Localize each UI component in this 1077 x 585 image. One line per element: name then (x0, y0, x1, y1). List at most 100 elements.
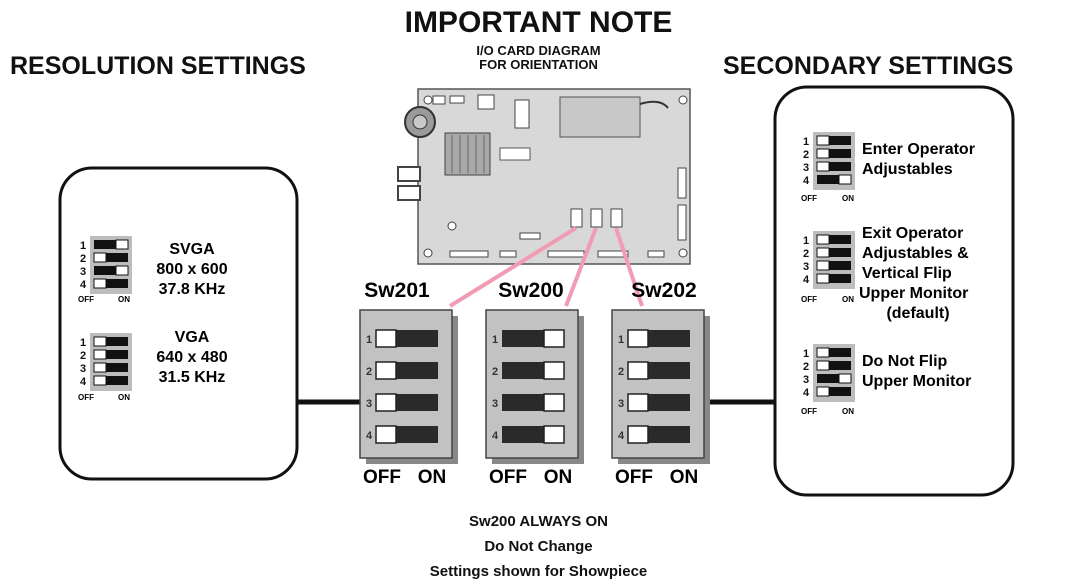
svga-label: SVGA (169, 241, 215, 258)
mini-switch-number: 3 (80, 363, 86, 375)
mini-switch-number: 1 (803, 136, 809, 148)
switch-knob-off (375, 329, 397, 348)
sw202-on-board (610, 208, 623, 228)
sw202-off-label: OFF (615, 467, 653, 488)
sw200-off-label: OFF (489, 467, 527, 488)
sw201-off-label: OFF (363, 467, 401, 488)
enter-adjust-on-label: ON (842, 194, 854, 203)
mini-switch-slot (817, 175, 851, 184)
switch-number: 4 (492, 430, 499, 442)
mini-switch-knob (816, 360, 830, 371)
switch-number: 4 (366, 430, 373, 442)
mini-switch-slot (94, 363, 128, 372)
main-title: IMPORTANT NOTE (404, 6, 673, 39)
footer-line-1: Sw200 ALWAYS ON (469, 513, 608, 530)
mini-switch-knob (816, 161, 830, 172)
footer-line-2: Do Not Change (484, 538, 593, 555)
mini-switch-slot (817, 248, 851, 257)
mini-switch-knob (115, 239, 129, 250)
sw202-pointer (614, 227, 644, 307)
mini-switch-knob (93, 336, 107, 347)
mini-switch-slot (94, 376, 128, 385)
dip-switch-2: 2 (366, 361, 438, 380)
exit-adjust-line-3: Vertical Flip (862, 265, 952, 282)
switch-knob-on (543, 393, 565, 412)
no-flip-on-label: ON (842, 407, 854, 416)
footer-line-3: Settings shown for Showpiece (429, 563, 648, 580)
mini-switch-number: 1 (80, 337, 86, 349)
mini-switch-slot (817, 136, 851, 145)
dip-switch-1: 1 (618, 329, 690, 348)
mini-switch-slot (94, 337, 128, 346)
mini-switch-knob (838, 373, 852, 384)
sw201-pointer (448, 226, 578, 308)
sw201-switch-block: 1 2 3 4 (359, 309, 458, 464)
mini-switch-number: 3 (803, 374, 809, 386)
mini-switch-slot (817, 235, 851, 244)
mini-switch-number: 1 (803, 235, 809, 247)
dip-switch-4: 4 (492, 425, 565, 444)
mini-switch-number: 2 (803, 248, 809, 260)
mini-switch-number: 1 (80, 240, 86, 252)
switch-knob-off (375, 361, 397, 380)
mini-switch-number: 2 (803, 149, 809, 161)
switch-number: 1 (492, 334, 498, 346)
vga-frequency: 31.5 KHz (159, 369, 226, 386)
mini-switch-knob (816, 386, 830, 397)
sw202-label: Sw202 (631, 279, 696, 302)
switch-knob-on (543, 425, 565, 444)
switch-knob-off (627, 329, 649, 348)
dip-switch-3: 3 (492, 393, 565, 412)
enter-adjust-off-label: OFF (801, 194, 817, 203)
mini-switch-knob (93, 252, 107, 263)
mini-switch-knob (816, 234, 830, 245)
mini-switch-number: 2 (80, 253, 86, 265)
switch-knob-on (543, 361, 565, 380)
mini-switch-slot (94, 240, 128, 249)
mini-switch-number: 4 (80, 376, 87, 388)
sw201-label: Sw201 (364, 279, 430, 302)
mini-switch-slot (817, 348, 851, 357)
mini-switch-knob (115, 265, 129, 276)
sw200-label: Sw200 (498, 279, 563, 302)
switch-number: 4 (618, 430, 625, 442)
dip-switch-4: 4 (366, 425, 438, 444)
vga-off-label: OFF (78, 393, 94, 402)
dip-switch-3: 3 (618, 393, 690, 412)
switch-knob-off (375, 393, 397, 412)
mini-switch-number: 4 (80, 279, 87, 291)
mini-switch-number: 4 (803, 387, 810, 399)
mini-switch-knob (816, 148, 830, 159)
mini-switch-slot (817, 261, 851, 270)
exit-adjust-off-label: OFF (801, 295, 817, 304)
mini-switch-knob (838, 174, 852, 185)
mini-switch-slot (94, 266, 128, 275)
switch-number: 2 (366, 366, 372, 378)
mini-switch-knob (816, 273, 830, 284)
resolution-settings-heading: RESOLUTION SETTINGS (10, 52, 306, 80)
dip-switch-2: 2 (618, 361, 690, 380)
mini-switch-slot (94, 279, 128, 288)
no-flip-off-label: OFF (801, 407, 817, 416)
no-flip-line-1: Do Not Flip (862, 353, 948, 370)
dip-switch-4: 4 (618, 425, 690, 444)
switch-number: 1 (366, 334, 372, 346)
mini-switch-knob (93, 278, 107, 289)
mini-switch-slot (817, 274, 851, 283)
mini-switch-number: 4 (803, 274, 810, 286)
switch-number: 3 (366, 398, 372, 410)
switch-knob-off (627, 393, 649, 412)
exit-adjust-line-4: Upper Monitor (859, 285, 968, 302)
dip-switch-1: 1 (492, 329, 565, 348)
mini-switch-slot (817, 374, 851, 383)
switch-knob-off (627, 361, 649, 380)
sw201-on-label: ON (418, 467, 447, 488)
svga-resolution: 800 x 600 (156, 261, 227, 278)
mini-switch-knob (816, 135, 830, 146)
mini-switch-slot (94, 350, 128, 359)
